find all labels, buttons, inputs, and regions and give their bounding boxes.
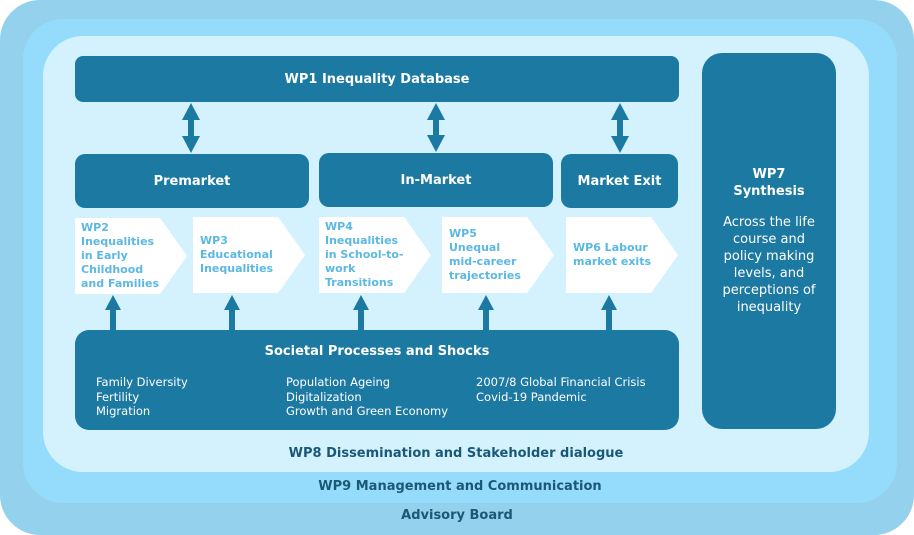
- wp5-text-line: trajectories: [449, 269, 521, 282]
- societal-title: Societal Processes and Shocks: [264, 344, 490, 359]
- wp7-title-line: WP7: [752, 167, 786, 182]
- wp3-text-line: Inequalities: [200, 262, 274, 275]
- wp5-text-line: Unequal: [449, 241, 501, 254]
- wp3-text-line: WP3: [200, 234, 228, 247]
- wp4-text-line: work: [325, 262, 356, 275]
- wp2-text-line: Childhood: [81, 263, 144, 276]
- wp7-description-line: Across the life: [723, 215, 815, 230]
- societal-item: Family Diversity: [96, 375, 188, 389]
- societal-item: Migration: [96, 404, 151, 418]
- wp7-synthesis-box: WP7 Synthesis Across the life course and p…: [702, 53, 836, 429]
- wp1-inequality-database: WP1 Inequality Database: [75, 56, 679, 102]
- wp3-text-line: Educational: [200, 248, 273, 261]
- societal-item: Fertility: [96, 389, 140, 404]
- societal-processes-box: Societal Processes and Shocks Family Div…: [75, 330, 679, 430]
- wp7-description-line: levels, and: [733, 266, 805, 281]
- societal-item: Covid-19 Pandemic: [476, 389, 587, 404]
- wp8-label: WP8 Dissemination and Stakeholder dialog…: [288, 446, 624, 461]
- societal-item: 2007/8 Global Financial Crisis: [476, 375, 646, 389]
- wp7-description-line: inequality: [736, 300, 802, 315]
- wp4-text-line: in School-to-: [325, 248, 404, 261]
- wp7-title: WP7 Synthesis: [733, 166, 804, 200]
- wp4-text-line: Inequalities: [325, 234, 399, 247]
- wp6-text-line: market exits: [573, 255, 652, 268]
- wp5-text-line: mid-career: [449, 255, 517, 268]
- wp2-text-line: in Early: [81, 249, 128, 262]
- wp5-text-line: WP5: [449, 227, 477, 240]
- wp6-text-line: WP6 Labour: [573, 241, 648, 254]
- wp4-text-line: Transitions: [325, 276, 394, 289]
- wp7-description-line: course and: [732, 232, 806, 247]
- societal-item: Digitalization: [286, 389, 362, 404]
- wp2-text-line: WP2: [81, 221, 109, 234]
- wp2-text-line: and Families: [81, 277, 160, 290]
- stage-in-market: In-Market: [319, 153, 553, 207]
- wp7-description-line: policy making: [723, 249, 815, 264]
- wp7-description: Across the life course and policy making le…: [714, 214, 823, 316]
- advisory-board-label: Advisory Board: [401, 508, 513, 523]
- wp9-label: WP9 Management and Communication: [318, 479, 602, 494]
- stage-market-exit: Market Exit: [561, 154, 678, 208]
- societal-item: Growth and Green Economy: [286, 404, 449, 418]
- societal-item: Population Ageing: [286, 375, 391, 389]
- wp7-description-line: perceptions of: [722, 283, 816, 298]
- wp2-text-line: Inequalities: [81, 235, 155, 248]
- wp7-title-line: Synthesis: [733, 184, 805, 199]
- wp4-text-line: WP4: [325, 220, 353, 233]
- stage-premarket: Premarket: [75, 154, 309, 208]
